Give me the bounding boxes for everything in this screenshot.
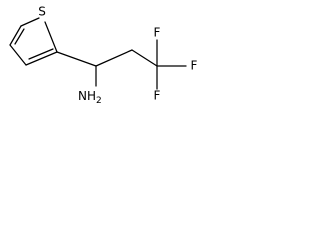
fluorine-top-label: F: [154, 26, 161, 40]
thiophene-ring: [9, 17, 58, 66]
amine-hydrogen-count: 2: [96, 96, 102, 106]
fluorine-bottom-label: F: [154, 89, 161, 103]
fluorine-right-label: F: [191, 59, 198, 73]
bond-double-bottom: [28, 48, 54, 60]
amine-nitrogen: N: [78, 89, 87, 103]
bond-ch2-to-cf3: [131, 49, 158, 67]
amine-label: NH2: [78, 89, 102, 106]
bond-s-c2: [20, 17, 40, 27]
chemical-structure-canvas: S F F F NH2: [0, 0, 212, 123]
bond-c5-s: [44, 21, 58, 53]
bond-ch-to-ch2: [95, 49, 133, 67]
bond-c4-c5: [25, 51, 58, 66]
amine-hydrogen: H: [87, 89, 96, 103]
bond-c3-c4: [9, 44, 27, 66]
bond-double-left: [14, 28, 25, 45]
chemical-structure-drawing: S F F F NH2: [9, 5, 198, 106]
sulfur-label: S: [38, 5, 46, 19]
bond-ring-to-ch: [56, 51, 97, 67]
bond-c2-c3: [9, 25, 22, 46]
